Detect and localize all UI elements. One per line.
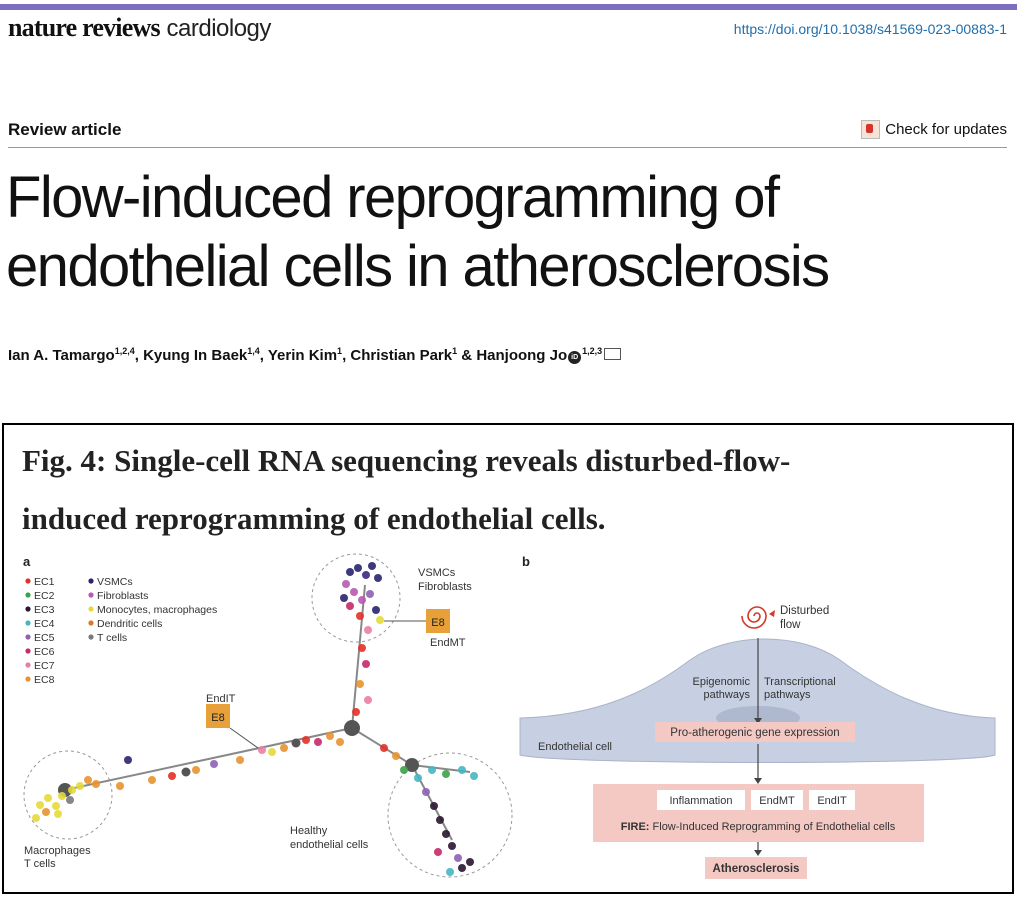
author-link[interactable]: Christian Park1 (350, 346, 458, 364)
tcells-label: T cells (24, 858, 56, 870)
disturbed-label-2: flow (780, 619, 801, 631)
spiral-icon (741, 606, 775, 629)
figure-title-line-1: Fig. 4: Single-cell RNA sequencing revea… (22, 443, 791, 478)
panel-b: b Disturbed flow Epigenomic pathways Tra… (519, 554, 996, 879)
figure-title-line-2: induced reprogramming of endothelial cel… (22, 501, 606, 536)
legend-item: Monocytes, macrophages (97, 604, 217, 616)
journal-logo[interactable]: nature reviews cardiology (8, 12, 271, 43)
doi-link[interactable]: https://doi.org/10.1038/s41569-023-00883… (733, 21, 1007, 37)
endmt-label: EndMT (430, 637, 466, 649)
legend-item: EC1 (34, 576, 55, 588)
legend-item: EC6 (34, 646, 55, 658)
check-updates-label: Check for updates (885, 121, 1007, 138)
transcriptional-label-2: pathways (764, 689, 811, 701)
bookmark-icon (861, 120, 881, 139)
legend-item: EC7 (34, 660, 55, 672)
author-link[interactable]: Yerin Kim1 (267, 346, 343, 364)
legend-item: EC8 (34, 674, 55, 686)
atherosclerosis-box (705, 857, 807, 879)
e8-badge-top-label: E8 (431, 617, 444, 629)
panel-a: a EC1 EC2 EC3 EC4 EC5 EC6 EC7 EC8 VSMCs … (23, 553, 513, 878)
healthy-cluster-circle (387, 752, 513, 878)
orcid-icon[interactable]: iD (568, 351, 582, 364)
endmt-box-label: EndMT (759, 795, 795, 807)
fibroblasts-label: Fibroblasts (418, 581, 472, 593)
title-line-1: Flow-induced reprogramming of (6, 165, 780, 230)
title-line-2: endothelial cells in atherosclerosis (6, 234, 830, 299)
endothelial-cell-label: Endothelial cell (538, 741, 612, 753)
healthy-label-line2: endothelial cells (290, 839, 369, 851)
epigenomic-label-2: pathways (704, 689, 751, 701)
macrophage-cluster-circle (23, 750, 113, 840)
vsmc-cluster-circle (311, 553, 401, 643)
endit-box-label: EndIT (817, 795, 847, 807)
check-updates-button[interactable]: Check for updates (861, 120, 1007, 139)
endit-box (809, 790, 855, 810)
mail-icon[interactable] (604, 348, 622, 360)
transcriptional-label-1: Transcriptional (764, 676, 836, 688)
legend-item: T cells (97, 632, 127, 644)
vsmc-label: VSMCs (418, 567, 456, 579)
pro-atherogenic-label: Pro-atherogenic gene expression (670, 727, 839, 739)
legend-item: EC2 (34, 590, 55, 602)
e8-badge-top (426, 609, 450, 633)
figure-frame (2, 423, 1014, 894)
journal-name-light: cardiology (166, 15, 272, 42)
author-link[interactable]: Hanjoong Jo (476, 347, 568, 364)
header-divider (8, 147, 1007, 148)
legend-item: Fibroblasts (97, 590, 148, 602)
legend-right: VSMCs Fibroblasts Monocytes, macrophages… (88, 576, 217, 644)
endit-label: EndIT (206, 693, 236, 705)
figure-title: Fig. 4: Single-cell RNA sequencing revea… (22, 432, 1002, 548)
article-title: Flow-induced reprogramming of endothelia… (6, 163, 1011, 301)
panel-b-label: b (522, 554, 530, 569)
cells-macrophage (32, 776, 100, 822)
fire-caption: FIRE: Flow-Induced Reprogramming of Endo… (621, 821, 896, 833)
e8-badge-left (206, 704, 230, 728)
legend-item: EC3 (34, 604, 55, 616)
e8-badge-left-label: E8 (211, 712, 224, 724)
endmt-box (751, 790, 803, 810)
atherosclerosis-label: Atherosclerosis (713, 863, 800, 875)
cells-healthy (380, 744, 478, 876)
inflammation-box (657, 790, 745, 810)
legend-left: EC1 EC2 EC3 EC4 EC5 EC6 EC7 EC8 (25, 576, 55, 686)
cells-vsmc (340, 562, 384, 716)
legend-item: EC5 (34, 632, 55, 644)
panel-a-label: a (23, 554, 31, 569)
legend-item: Dendritic cells (97, 618, 162, 630)
pro-atherogenic-box (655, 722, 855, 742)
header-accent-bar (0, 4, 1017, 10)
disturbed-label-1: Disturbed (780, 605, 829, 617)
legend-item: VSMCs (97, 576, 133, 588)
epigenomic-label-1: Epigenomic (693, 676, 751, 688)
legend-item: EC4 (34, 618, 55, 630)
healthy-label-line1: Healthy (290, 825, 328, 837)
trajectory-nodes (58, 720, 419, 797)
cells-left-branch (116, 732, 344, 790)
inflammation-label: Inflammation (670, 795, 733, 807)
journal-name-bold: nature reviews (8, 13, 161, 42)
author-link[interactable]: Kyung In Baek1,4 (143, 346, 260, 364)
macrophages-label: Macrophages (24, 845, 91, 857)
author-link[interactable]: Ian A. Tamargo1,2,4 (8, 346, 135, 364)
article-type: Review article (8, 120, 122, 139)
author-list: Ian A. Tamargo1,2,4, Kyung In Baek1,4, Y… (8, 346, 622, 364)
